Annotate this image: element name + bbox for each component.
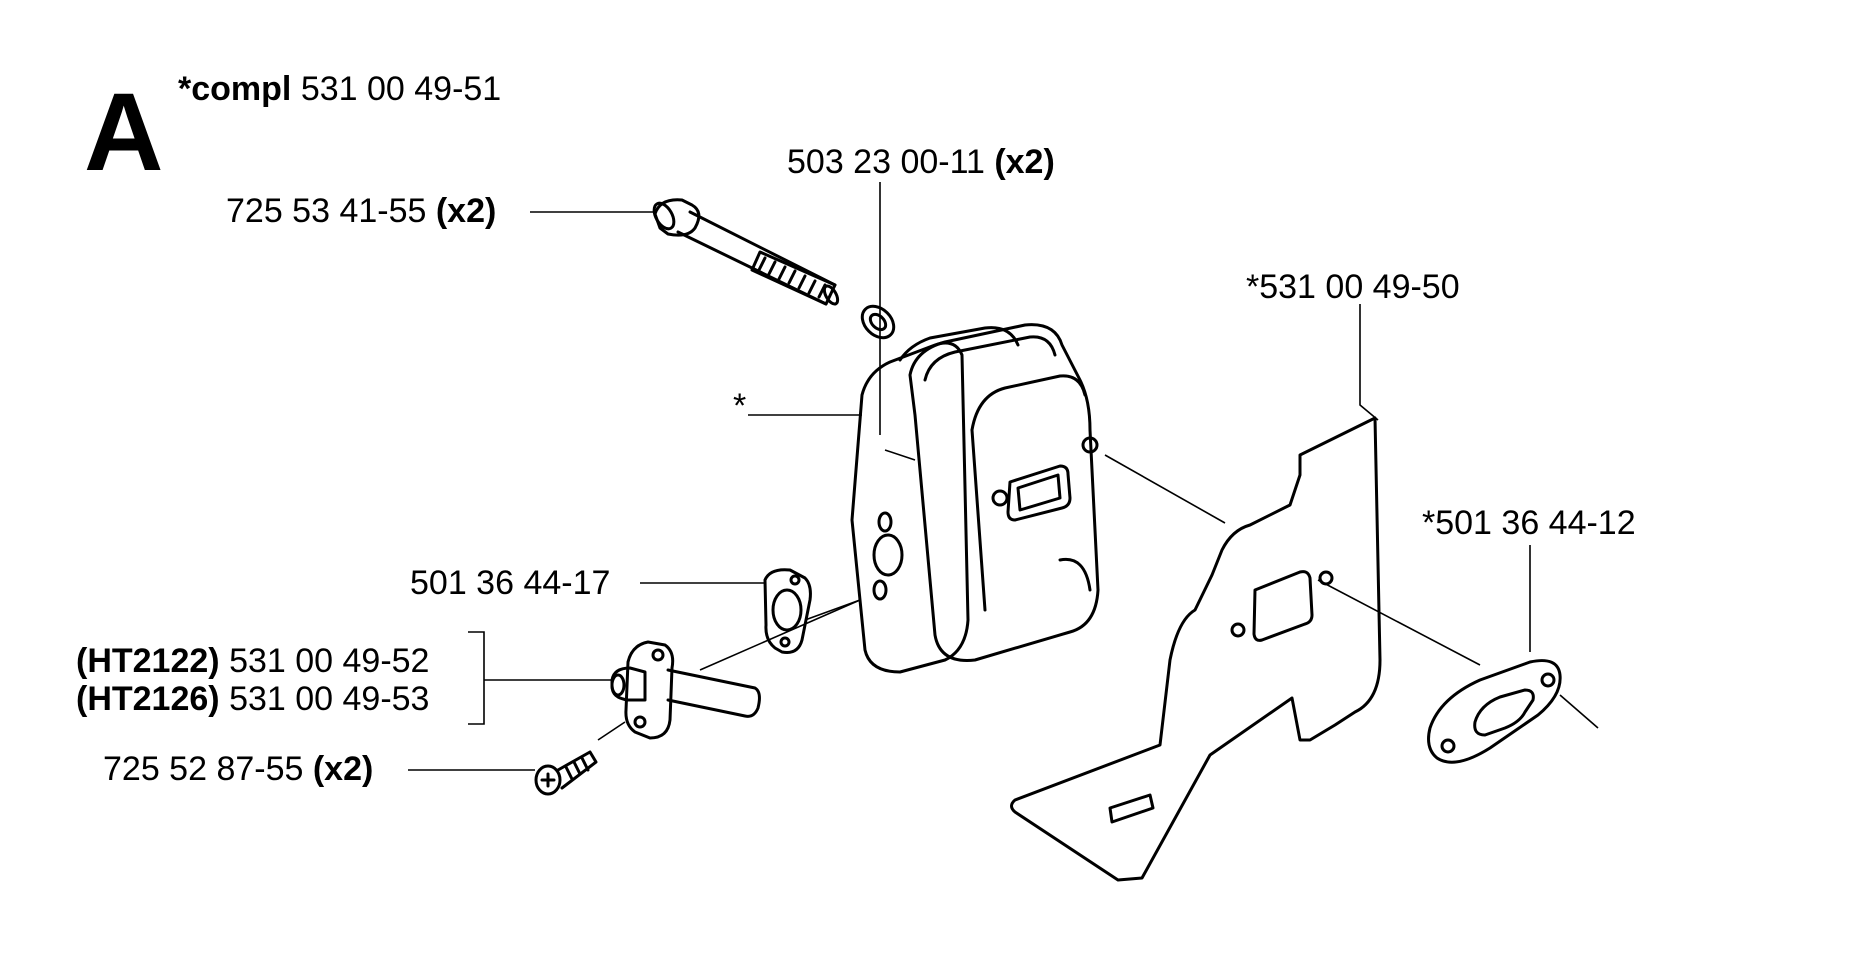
bolt-part-number: 725 53 41-55 [226,192,427,230]
washer-quantity: (x2) [994,143,1055,181]
bolt-quantity: (x2) [435,192,497,230]
callout-muffler: * [733,387,747,425]
section-letter: A [84,71,164,194]
leader-bracket [1359,304,1379,421]
callout-gasket-small: 501 36 44-17 [410,564,611,602]
deflector-ht2122-model: (HT2122) [76,642,220,680]
screw-part-number: 725 52 87-55 [103,750,304,788]
washer-part [860,304,896,340]
callout-bolt: 725 53 41-55 (x2) [226,192,496,230]
assembly-label: *compl 531 00 49-51 [178,70,501,108]
deflector-ht2122-number: 531 00 49-52 [229,642,430,680]
leader-lines [408,182,1599,771]
washer-part-number: 503 23 00-11 [787,143,985,181]
callout-bracket: *531 00 49-50 [1246,268,1460,306]
callout-deflector-ht2122: (HT2122) 531 00 49-52 [76,642,429,680]
axis-bracket-gasket [1317,579,1481,666]
assembly-number: 531 00 49-51 [300,70,502,108]
callout-gasket-exhaust: *501 36 44-12 [1422,504,1636,542]
deflector-part [610,640,761,740]
callout-screw: 725 52 87-55 (x2) [103,750,373,788]
bolt-part [652,198,840,306]
assembly-prefix: *compl [178,70,292,108]
exhaust-gasket-part [1427,659,1562,764]
leader-deflector-bracket [468,631,485,725]
callout-washer: 503 23 00-11 (x2) [787,143,1055,181]
axis-muffler-bracket [1104,454,1226,524]
deflector-ht2126-model: (HT2126) [76,680,220,718]
screw-quantity: (x2) [312,750,374,788]
axis-deflector-muffler [699,599,861,671]
axis-bolt-muffler [884,449,916,461]
small-gasket-part [763,568,812,654]
muffler-part [850,323,1100,674]
deflector-ht2126-number: 531 00 49-53 [229,680,430,718]
screw-part [534,750,598,796]
axis-screw-deflector [597,721,626,741]
callout-deflector-ht2126: (HT2126) 531 00 49-53 [76,680,429,718]
bracket-part [1010,416,1382,882]
axis-gasket-out [1559,694,1599,729]
